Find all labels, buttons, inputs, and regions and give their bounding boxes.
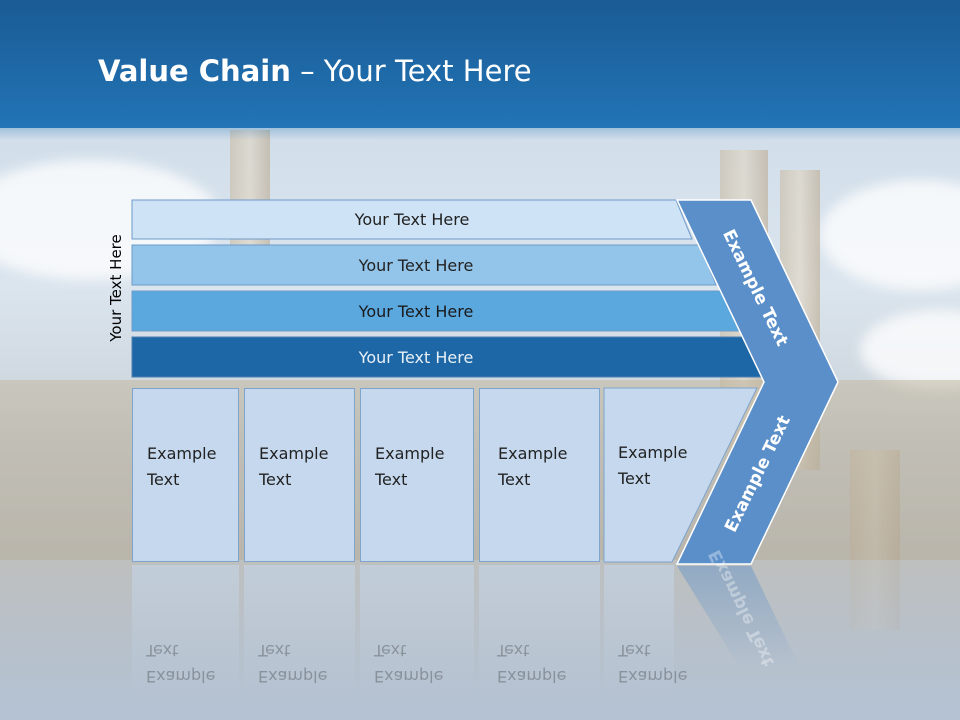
bar-label-2: Your Text Here bbox=[358, 255, 474, 275]
column-3-text: Example Text bbox=[375, 441, 444, 493]
column-1-line2: Text bbox=[147, 470, 180, 489]
column-5-reflection-line2: Text bbox=[618, 641, 651, 660]
column-3-line2: Text bbox=[375, 470, 408, 489]
column-2: Example Text bbox=[244, 388, 355, 562]
chevron-arrow bbox=[675, 199, 839, 565]
column-1-line1: Example bbox=[147, 444, 217, 463]
column-4-reflection-line1: Example bbox=[497, 667, 567, 686]
column-4-line2: Text bbox=[498, 470, 531, 489]
bar-label-3: Your Text Here bbox=[358, 301, 474, 321]
column-1-text: Example Text bbox=[147, 441, 216, 493]
column-4-reflection: Example Text bbox=[479, 565, 600, 695]
bar-shape-1 bbox=[131, 199, 693, 240]
column-2-reflection: Example Text bbox=[244, 565, 355, 695]
bar-label-4: Your Text Here bbox=[358, 347, 474, 367]
bar-3: Your Text Here bbox=[132, 291, 700, 331]
column-4-line1: Example bbox=[498, 444, 568, 463]
column-5-reflection: Example Text bbox=[604, 565, 687, 695]
column-2-reflection-line1: Example bbox=[258, 667, 328, 686]
bar-shape-2 bbox=[131, 244, 717, 286]
column-1: Example Text bbox=[132, 388, 239, 562]
chevron-reflection bbox=[677, 566, 800, 668]
column-shape-5 bbox=[603, 387, 758, 563]
column-2-reflection-line2: Text bbox=[258, 641, 291, 660]
column-2-line2: Text bbox=[259, 470, 292, 489]
column-4: Example Text bbox=[479, 388, 600, 562]
column-5-line1: Example bbox=[618, 443, 688, 462]
column-3-line1: Example bbox=[375, 444, 445, 463]
column-1-reflection: Example Text bbox=[132, 565, 239, 695]
column-5-reflection-line1: Example bbox=[618, 667, 688, 686]
column-5-line2: Text bbox=[618, 469, 651, 488]
slide-title: Value Chain – Your Text Here bbox=[98, 54, 532, 88]
column-2-line1: Example bbox=[259, 444, 329, 463]
column-1-reflection-line1: Example bbox=[146, 667, 216, 686]
column-5-text: Example Text bbox=[618, 440, 687, 492]
bar-4: Your Text Here bbox=[132, 337, 700, 377]
slide-title-bold: Value Chain bbox=[98, 54, 291, 88]
column-3-reflection-line2: Text bbox=[374, 641, 407, 660]
column-4-reflection-text: Example Text bbox=[497, 637, 566, 689]
column-2-reflection-text: Example Text bbox=[258, 637, 327, 689]
column-3-reflection: Example Text bbox=[360, 565, 474, 695]
column-4-reflection-line2: Text bbox=[497, 641, 530, 660]
header-band bbox=[0, 0, 960, 128]
column-2-text: Example Text bbox=[259, 441, 328, 493]
column-4-text: Example Text bbox=[498, 441, 567, 493]
column-3-reflection-line1: Example bbox=[374, 667, 444, 686]
column-3: Example Text bbox=[360, 388, 474, 562]
column-3-reflection-text: Example Text bbox=[374, 637, 443, 689]
column-1-reflection-text: Example Text bbox=[146, 637, 215, 689]
bar-2: Your Text Here bbox=[132, 245, 700, 285]
column-5-reflection-text: Example Text bbox=[618, 637, 687, 689]
bar-1: Your Text Here bbox=[132, 200, 692, 239]
slide-title-rest: – Your Text Here bbox=[290, 54, 532, 88]
column-1-reflection-line2: Text bbox=[146, 641, 179, 660]
bar-label-1: Your Text Here bbox=[354, 210, 470, 229]
